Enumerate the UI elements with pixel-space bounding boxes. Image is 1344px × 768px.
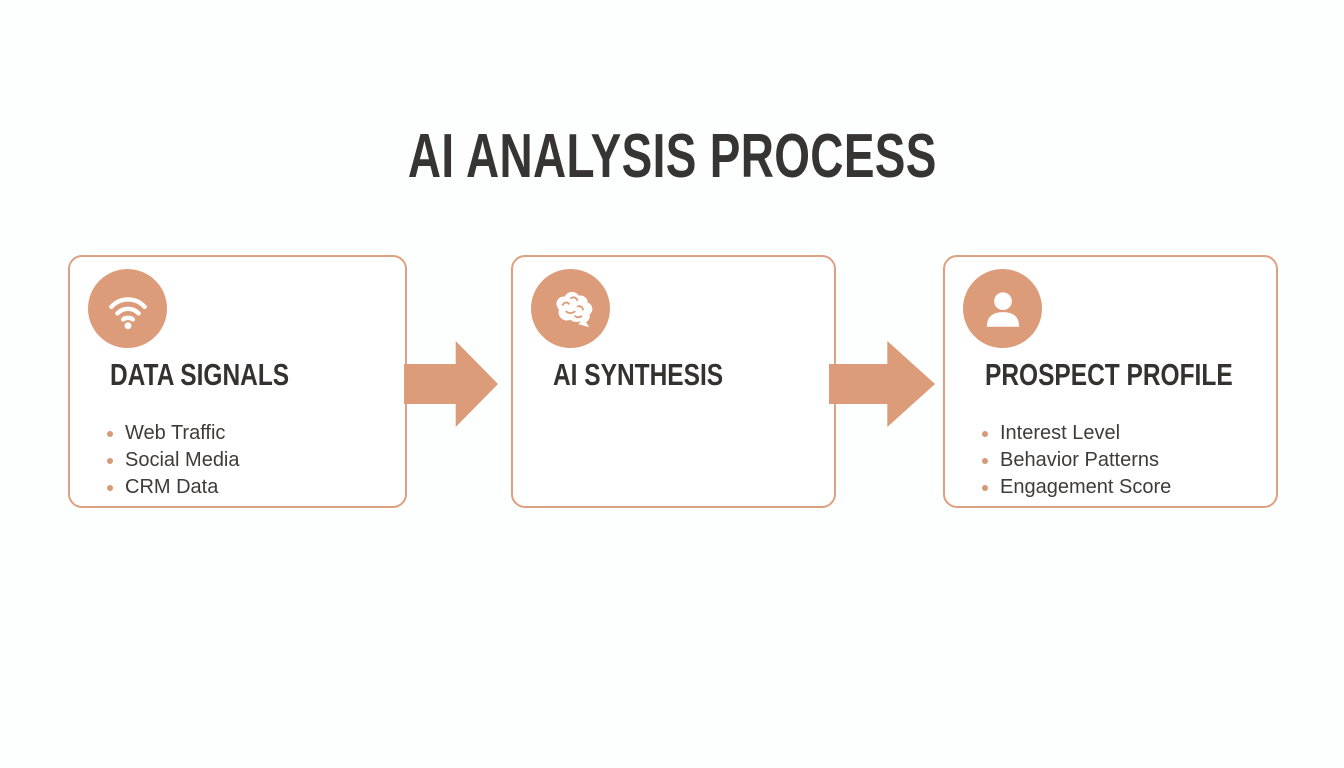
page-title: AI ANALYSIS PROCESS — [0, 126, 1344, 188]
bullet-text: Web Traffic — [125, 422, 226, 444]
step-heading: PROSPECT PROFILE — [985, 357, 1233, 392]
bullet-dot-icon — [982, 430, 988, 437]
step-heading: DATA SIGNALS — [110, 357, 290, 392]
bullet-dot-icon — [982, 457, 988, 464]
step-card-prospect-profile: PROSPECT PROFILE Interest Level Behavior… — [943, 255, 1278, 508]
step-bullet-list: Interest Level Behavior Patterns Engagem… — [982, 420, 1171, 501]
arrow-right-icon — [829, 341, 935, 427]
bullet-text: CRM Data — [125, 476, 219, 498]
bullet-dot-icon — [107, 484, 113, 491]
wifi-icon — [88, 269, 167, 348]
bullet-text: Social Media — [125, 449, 240, 471]
step-bullet-list: Web Traffic Social Media CRM Data — [107, 420, 240, 501]
list-item: Social Media — [107, 447, 240, 474]
list-item: Behavior Patterns — [982, 447, 1171, 474]
page-title-text: AI ANALYSIS PROCESS — [407, 122, 937, 191]
step-card-data-signals: DATA SIGNALS Web Traffic Social Media CR… — [68, 255, 407, 508]
bullet-text: Behavior Patterns — [1000, 449, 1159, 471]
brain-icon — [531, 269, 610, 348]
arrow-right-icon — [404, 341, 498, 427]
list-item: Engagement Score — [982, 474, 1171, 501]
bullet-dot-icon — [107, 457, 113, 464]
bullet-dot-icon — [982, 484, 988, 491]
list-item: Web Traffic — [107, 420, 240, 447]
bullet-text: Interest Level — [1000, 422, 1121, 444]
step-card-ai-synthesis: AI SYNTHESIS — [511, 255, 836, 508]
bullet-dot-icon — [107, 430, 113, 437]
list-item: CRM Data — [107, 474, 240, 501]
step-heading: AI SYNTHESIS — [553, 357, 724, 392]
person-icon — [963, 269, 1042, 348]
bullet-text: Engagement Score — [1000, 476, 1172, 498]
list-item: Interest Level — [982, 420, 1171, 447]
